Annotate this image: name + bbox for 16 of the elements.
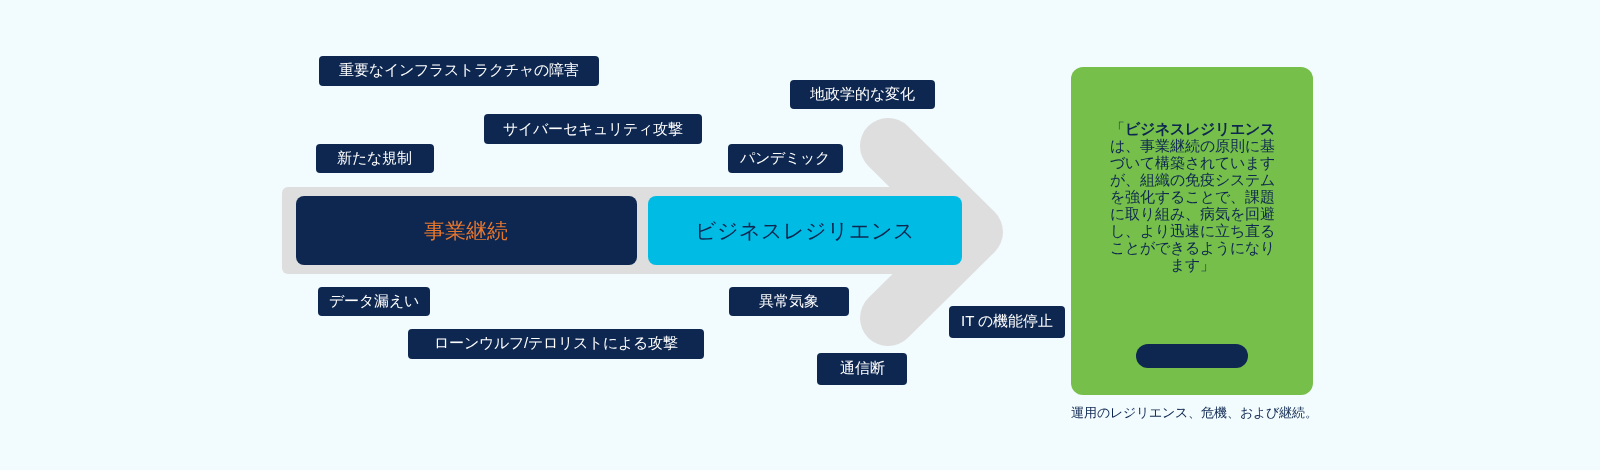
risk-tag: パンデミック	[727, 143, 843, 174]
risk-tag: 新たな規制	[316, 143, 434, 174]
quote-card	[1071, 67, 1314, 395]
concept-box: ビジネスレジリエンス	[647, 195, 963, 266]
risk-tag: ローンウルフ/テロリストによる攻撃	[408, 328, 705, 360]
risk-tag: サイバーセキュリティ攻撃	[483, 114, 703, 144]
risk-tag: 重要なインフラストラクチャの障害	[319, 56, 599, 86]
source-caption: 運用のレジリエンス、危機、および継続。	[1071, 404, 1314, 423]
risk-tag: 地政学的な変化	[789, 79, 935, 110]
risk-tag: 異常気象	[728, 286, 849, 317]
risk-tag: データ漏えい	[318, 286, 430, 317]
quote-text: 「ビジネスレジリエンスは、事業継続の原則に基づいて構築されていますが、組織の免疫システムを強化することで、課題に取り組み、病気を回避し、より迅速に立ち直ることができるようになります」	[1109, 120, 1277, 274]
risk-tag: 通信断	[817, 353, 908, 385]
concept-box: 事業継続	[295, 195, 637, 266]
risk-tag: IT の機能停止	[948, 306, 1066, 338]
badge-shape	[1135, 343, 1248, 369]
